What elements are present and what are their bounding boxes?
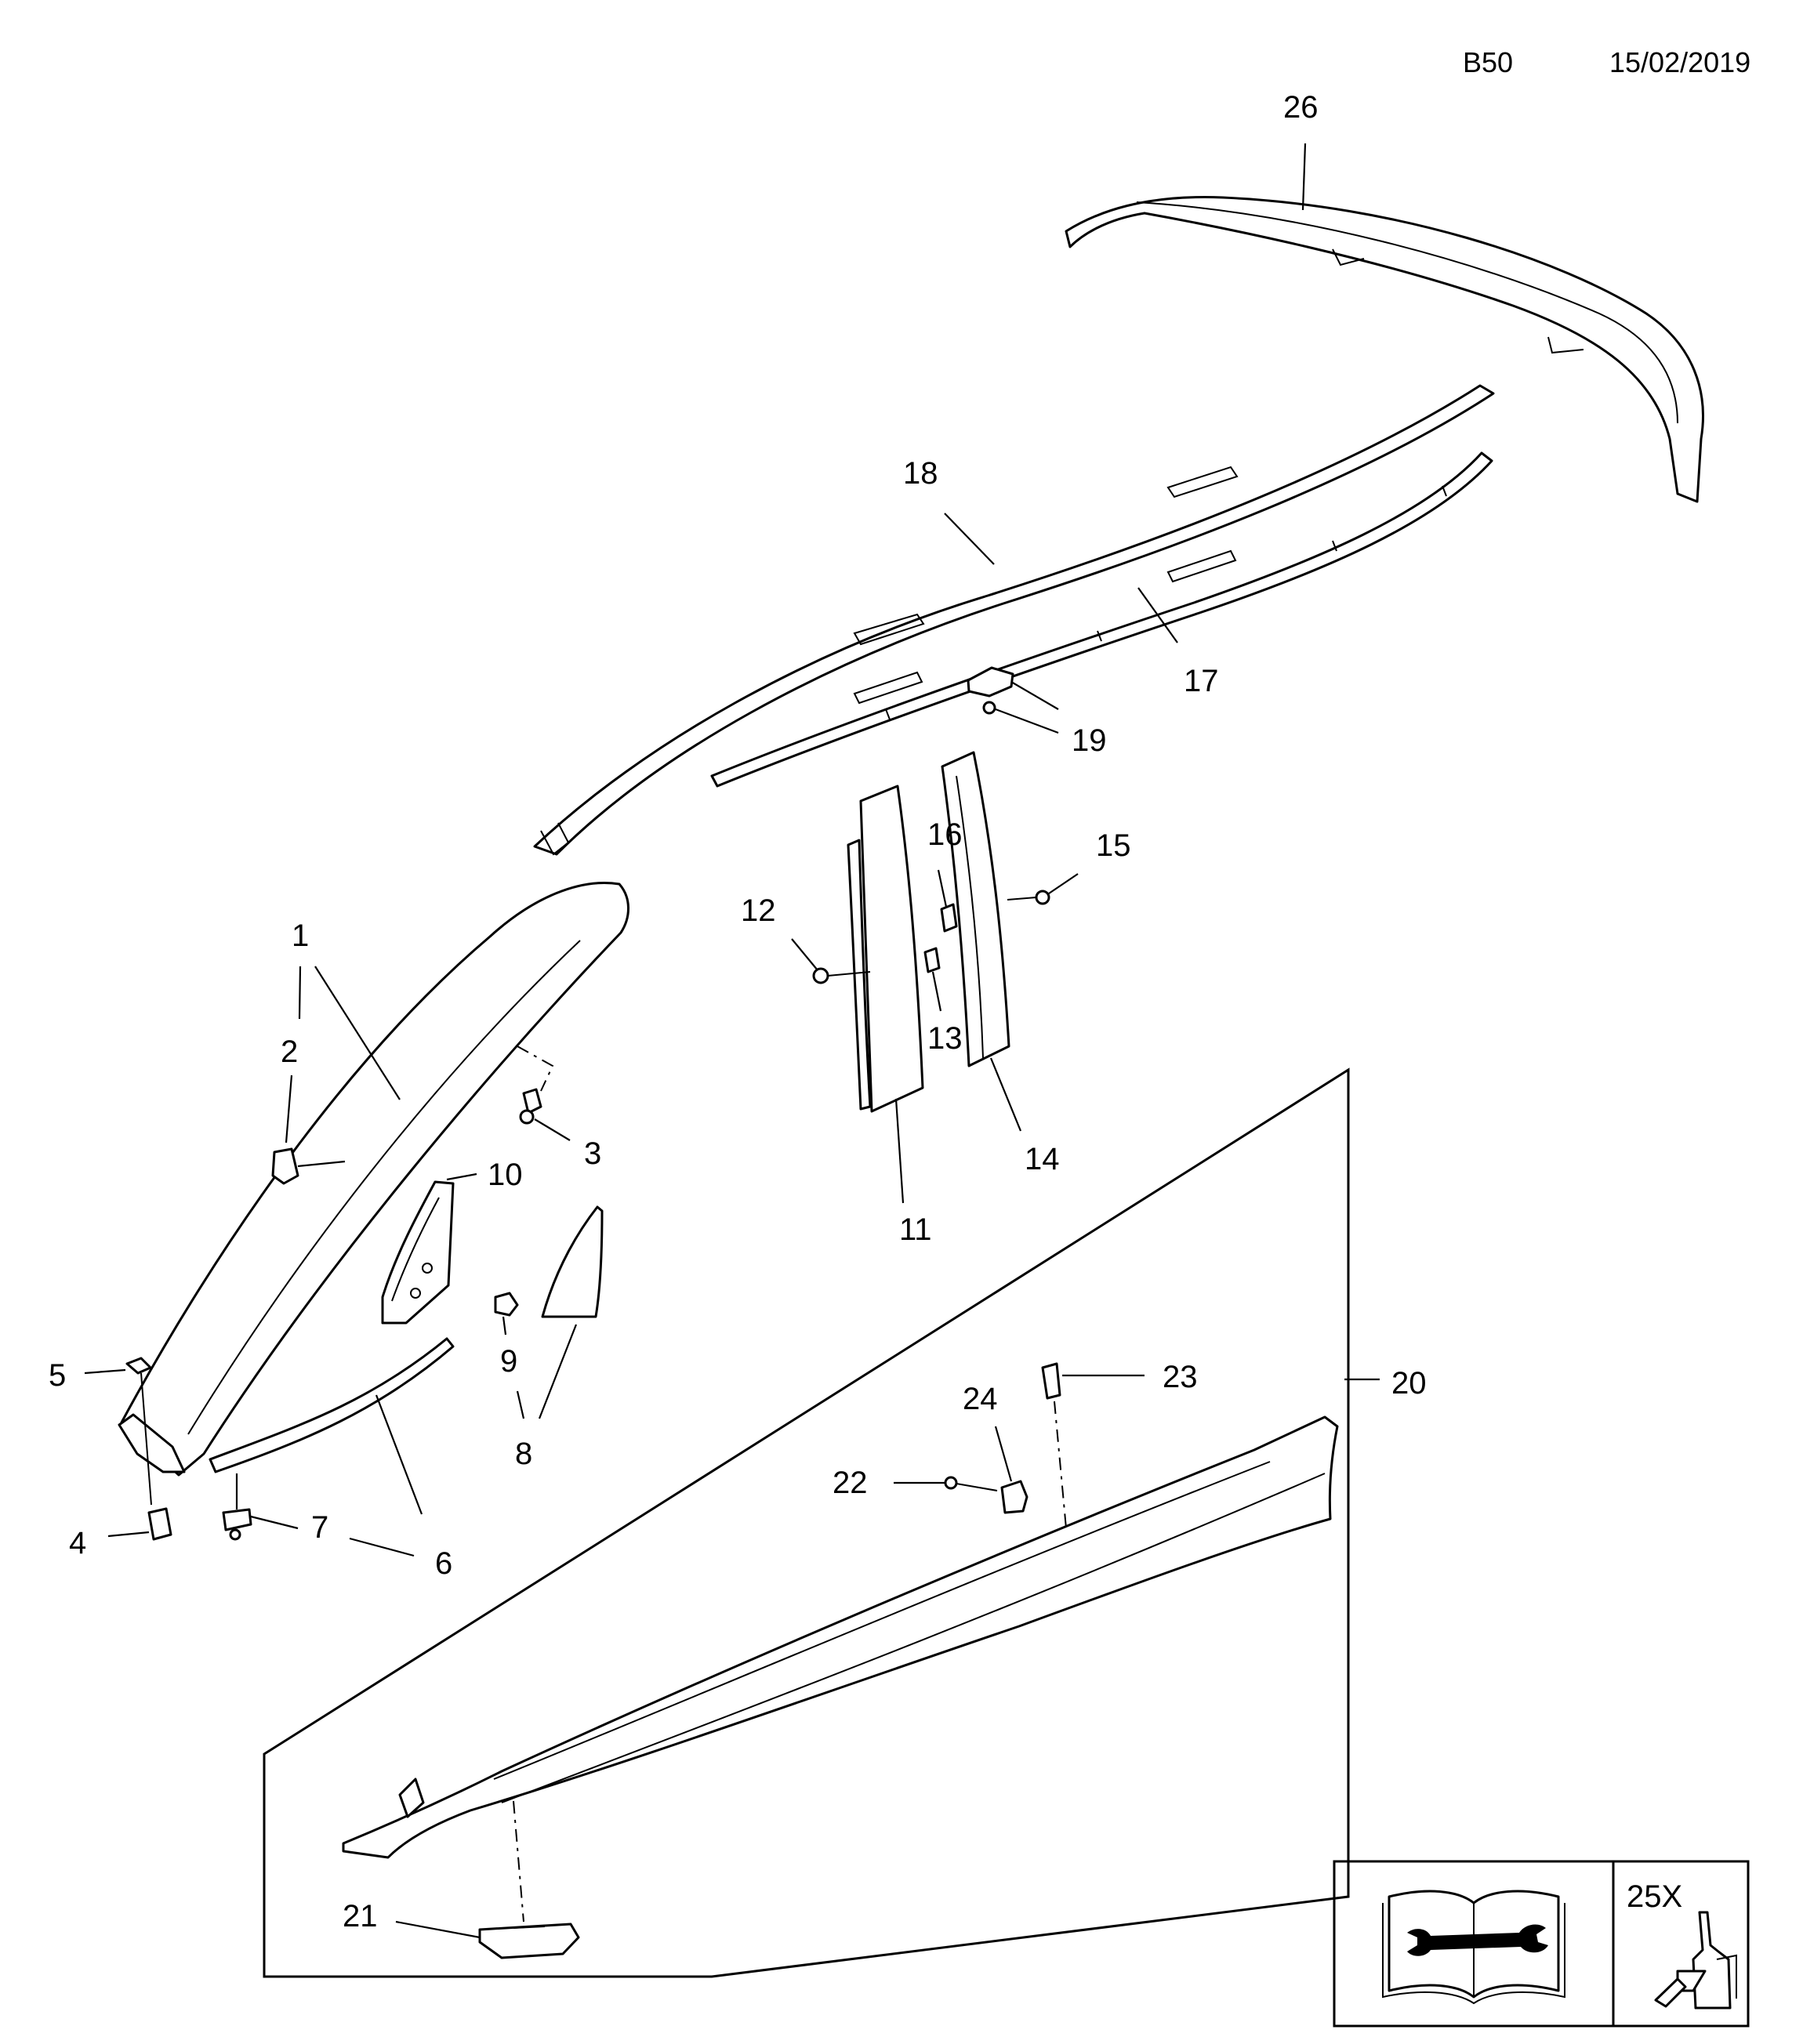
leader-19a bbox=[1010, 681, 1059, 710]
callout-10[interactable]: 10 bbox=[488, 1158, 523, 1192]
leader-4 bbox=[107, 1531, 150, 1538]
leader-11 bbox=[894, 1098, 905, 1204]
book-wrench-icon bbox=[1382, 1890, 1565, 2005]
dash-23 bbox=[1054, 1401, 1067, 1529]
leader-18 bbox=[944, 513, 995, 565]
callout-3[interactable]: 3 bbox=[584, 1136, 601, 1171]
leader-7 bbox=[250, 1515, 299, 1530]
leader-8b bbox=[538, 1324, 578, 1419]
callout-2[interactable]: 2 bbox=[281, 1035, 298, 1069]
part-14-b-pillar-trim[interactable] bbox=[941, 751, 1010, 1067]
callout-17[interactable]: 17 bbox=[1184, 664, 1219, 698]
diagram-date: 15/02/2019 bbox=[1609, 46, 1750, 78]
callout-25x[interactable]: 25X bbox=[1627, 1879, 1682, 1914]
leader-1b bbox=[298, 966, 302, 1020]
part-23-push-clip[interactable] bbox=[1041, 1362, 1061, 1400]
leader-6a bbox=[375, 1394, 423, 1515]
callout-11[interactable]: 11 bbox=[899, 1212, 932, 1247]
leader-24 bbox=[994, 1426, 1013, 1482]
leader-8a bbox=[516, 1390, 525, 1419]
leader-10 bbox=[446, 1172, 477, 1181]
callout-24[interactable]: 24 bbox=[963, 1382, 998, 1416]
leader-9 bbox=[502, 1316, 507, 1335]
part-13-clip[interactable] bbox=[923, 947, 941, 973]
callout-12[interactable]: 12 bbox=[741, 893, 776, 928]
leader-6b bbox=[349, 1537, 415, 1557]
leader-15 bbox=[1048, 873, 1079, 894]
dash-21 bbox=[513, 1800, 524, 1923]
callout-14[interactable]: 14 bbox=[1025, 1142, 1060, 1176]
part-11-b-pillar-trim[interactable] bbox=[847, 785, 924, 1113]
callout-6[interactable]: 6 bbox=[435, 1546, 452, 1581]
part-19-clip[interactable] bbox=[967, 666, 1014, 715]
part-24-clip[interactable] bbox=[1000, 1480, 1028, 1514]
legend-box: 25X bbox=[1333, 1860, 1750, 2028]
leader-26 bbox=[1301, 143, 1307, 211]
part-21-clip[interactable] bbox=[478, 1923, 580, 1959]
callout-23[interactable]: 23 bbox=[1163, 1360, 1198, 1394]
part-4-clip[interactable] bbox=[147, 1507, 172, 1541]
leader-17 bbox=[1137, 587, 1178, 643]
part-20-side-skirt[interactable] bbox=[342, 1415, 1339, 1859]
callout-7[interactable]: 7 bbox=[311, 1510, 328, 1545]
leader-2 bbox=[285, 1075, 293, 1143]
leader-16 bbox=[937, 869, 948, 908]
callout-18[interactable]: 18 bbox=[903, 456, 938, 491]
callout-5[interactable]: 5 bbox=[49, 1358, 66, 1393]
callout-4[interactable]: 4 bbox=[69, 1526, 86, 1560]
part-8-triangle-trim[interactable] bbox=[541, 1205, 604, 1318]
leader-14 bbox=[989, 1057, 1022, 1132]
leader-1a bbox=[314, 966, 401, 1100]
callout-22[interactable]: 22 bbox=[833, 1466, 868, 1500]
dash-3 bbox=[517, 1046, 554, 1092]
part-9-nut[interactable] bbox=[494, 1292, 519, 1317]
part-15-screw[interactable] bbox=[1007, 890, 1050, 905]
part-10-bracket[interactable] bbox=[381, 1180, 455, 1325]
callout-8[interactable]: 8 bbox=[515, 1437, 532, 1471]
adhesive-bottle-icon bbox=[1654, 1911, 1737, 2010]
part-5-bolt[interactable] bbox=[125, 1357, 152, 1506]
callout-9[interactable]: 9 bbox=[500, 1344, 517, 1379]
leader-21 bbox=[395, 1920, 481, 1939]
part-18-roof-moulding[interactable] bbox=[533, 384, 1495, 856]
part-16-clip[interactable] bbox=[940, 903, 958, 933]
part-3-bolt[interactable] bbox=[519, 1088, 542, 1125]
callout-13[interactable]: 13 bbox=[927, 1021, 963, 1056]
diagram-code: B50 bbox=[1463, 46, 1513, 78]
callout-20[interactable]: 20 bbox=[1391, 1366, 1427, 1401]
leader-19b bbox=[995, 708, 1059, 734]
leader-12 bbox=[791, 938, 818, 971]
callout-21[interactable]: 21 bbox=[343, 1899, 378, 1933]
callout-15[interactable]: 15 bbox=[1096, 828, 1131, 863]
leader-3 bbox=[534, 1118, 571, 1141]
callout-26[interactable]: 26 bbox=[1283, 90, 1319, 125]
assembly-frame-20 bbox=[263, 1067, 1350, 1978]
callout-1[interactable]: 1 bbox=[292, 919, 309, 953]
part-6-sill-trim[interactable] bbox=[209, 1337, 455, 1473]
part-12-screw[interactable] bbox=[812, 967, 871, 984]
leader-2b bbox=[297, 1160, 346, 1168]
part-26-spoiler[interactable] bbox=[1065, 196, 1704, 503]
leader-13 bbox=[931, 971, 942, 1012]
callout-16[interactable]: 16 bbox=[927, 817, 963, 852]
callout-19[interactable]: 19 bbox=[1072, 723, 1107, 758]
part-22-screw[interactable] bbox=[944, 1476, 998, 1491]
leader-5 bbox=[84, 1368, 126, 1375]
part-7-clip[interactable] bbox=[222, 1508, 252, 1541]
part-2-clip[interactable] bbox=[271, 1147, 299, 1185]
